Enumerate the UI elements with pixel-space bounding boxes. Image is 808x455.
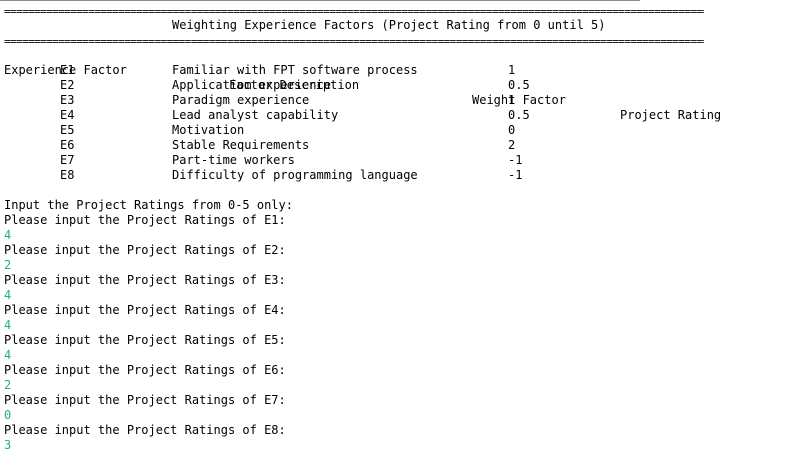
weight-factor: 0.5 — [508, 108, 530, 122]
factor-description: Familiar with FPT software process — [172, 63, 418, 77]
weight-factor: 0 — [508, 123, 516, 137]
header-description: Factor Description — [229, 78, 360, 92]
factor-description: Applicatiom experience — [172, 78, 331, 92]
factor-description: Difficulty of programming language — [172, 168, 418, 182]
rating-prompt: Please input the Project Ratings of E3: — [4, 273, 286, 287]
rating-input-value: 2 — [4, 258, 12, 272]
rating-prompt: Please input the Project Ratings of E4: — [4, 303, 286, 317]
factor-description: Part-time workers — [172, 153, 295, 167]
rating-input-value: 4 — [4, 348, 12, 362]
factor-id: E5 — [60, 123, 75, 137]
header-weight: Weight Factor — [472, 93, 566, 107]
rating-prompt: Please input the Project Ratings of E6: — [4, 363, 286, 377]
rating-prompt: Please input the Project Ratings of E5: — [4, 333, 286, 347]
weight-factor: 1 — [508, 63, 516, 77]
factor-id: E7 — [60, 153, 75, 167]
table-header: Experience Factor Factor Description Wei… — [0, 48, 721, 122]
factor-description: Lead analyst capability — [172, 108, 339, 122]
factor-id: E2 — [60, 78, 75, 92]
weight-factor: 0.5 — [508, 78, 530, 92]
separator-line: ========================================… — [4, 35, 704, 48]
rating-prompt: Please input the Project Ratings of E7: — [4, 393, 286, 407]
rating-input-value: 4 — [4, 228, 12, 242]
table-title: Weighting Experience Factors (Project Ra… — [172, 18, 606, 32]
separator-line: ========================================… — [4, 5, 704, 18]
rating-input-value: 0 — [4, 408, 12, 422]
rating-prompt: Please input the Project Ratings of E2: — [4, 243, 286, 257]
factor-description: Motivation — [172, 123, 245, 137]
rating-input-value: 2 — [4, 378, 12, 392]
factor-description: Stable Requirements — [172, 138, 310, 152]
weight-factor: 2 — [508, 138, 516, 152]
factor-id: E3 — [60, 93, 75, 107]
window-top-border — [0, 0, 640, 1]
header-factor: Experience Factor — [4, 63, 127, 77]
factor-id: E4 — [60, 108, 75, 122]
weight-factor: 1 — [508, 93, 516, 107]
weight-factor: -1 — [508, 168, 523, 182]
rating-prompt: Please input the Project Ratings of E1: — [4, 213, 286, 227]
rating-input-value: 3 — [4, 438, 12, 452]
rating-input-value: 4 — [4, 318, 12, 332]
weight-factor: -1 — [508, 153, 523, 167]
factor-id: E6 — [60, 138, 75, 152]
factor-id: E8 — [60, 168, 75, 182]
factor-id: E1 — [60, 63, 75, 77]
input-instructions: Input the Project Ratings from 0-5 only: — [4, 198, 293, 212]
header-rating: Project Rating — [620, 108, 722, 122]
factor-description: Paradigm experience — [172, 93, 310, 107]
rating-input-value: 4 — [4, 288, 12, 302]
rating-prompt: Please input the Project Ratings of E8: — [4, 423, 286, 437]
